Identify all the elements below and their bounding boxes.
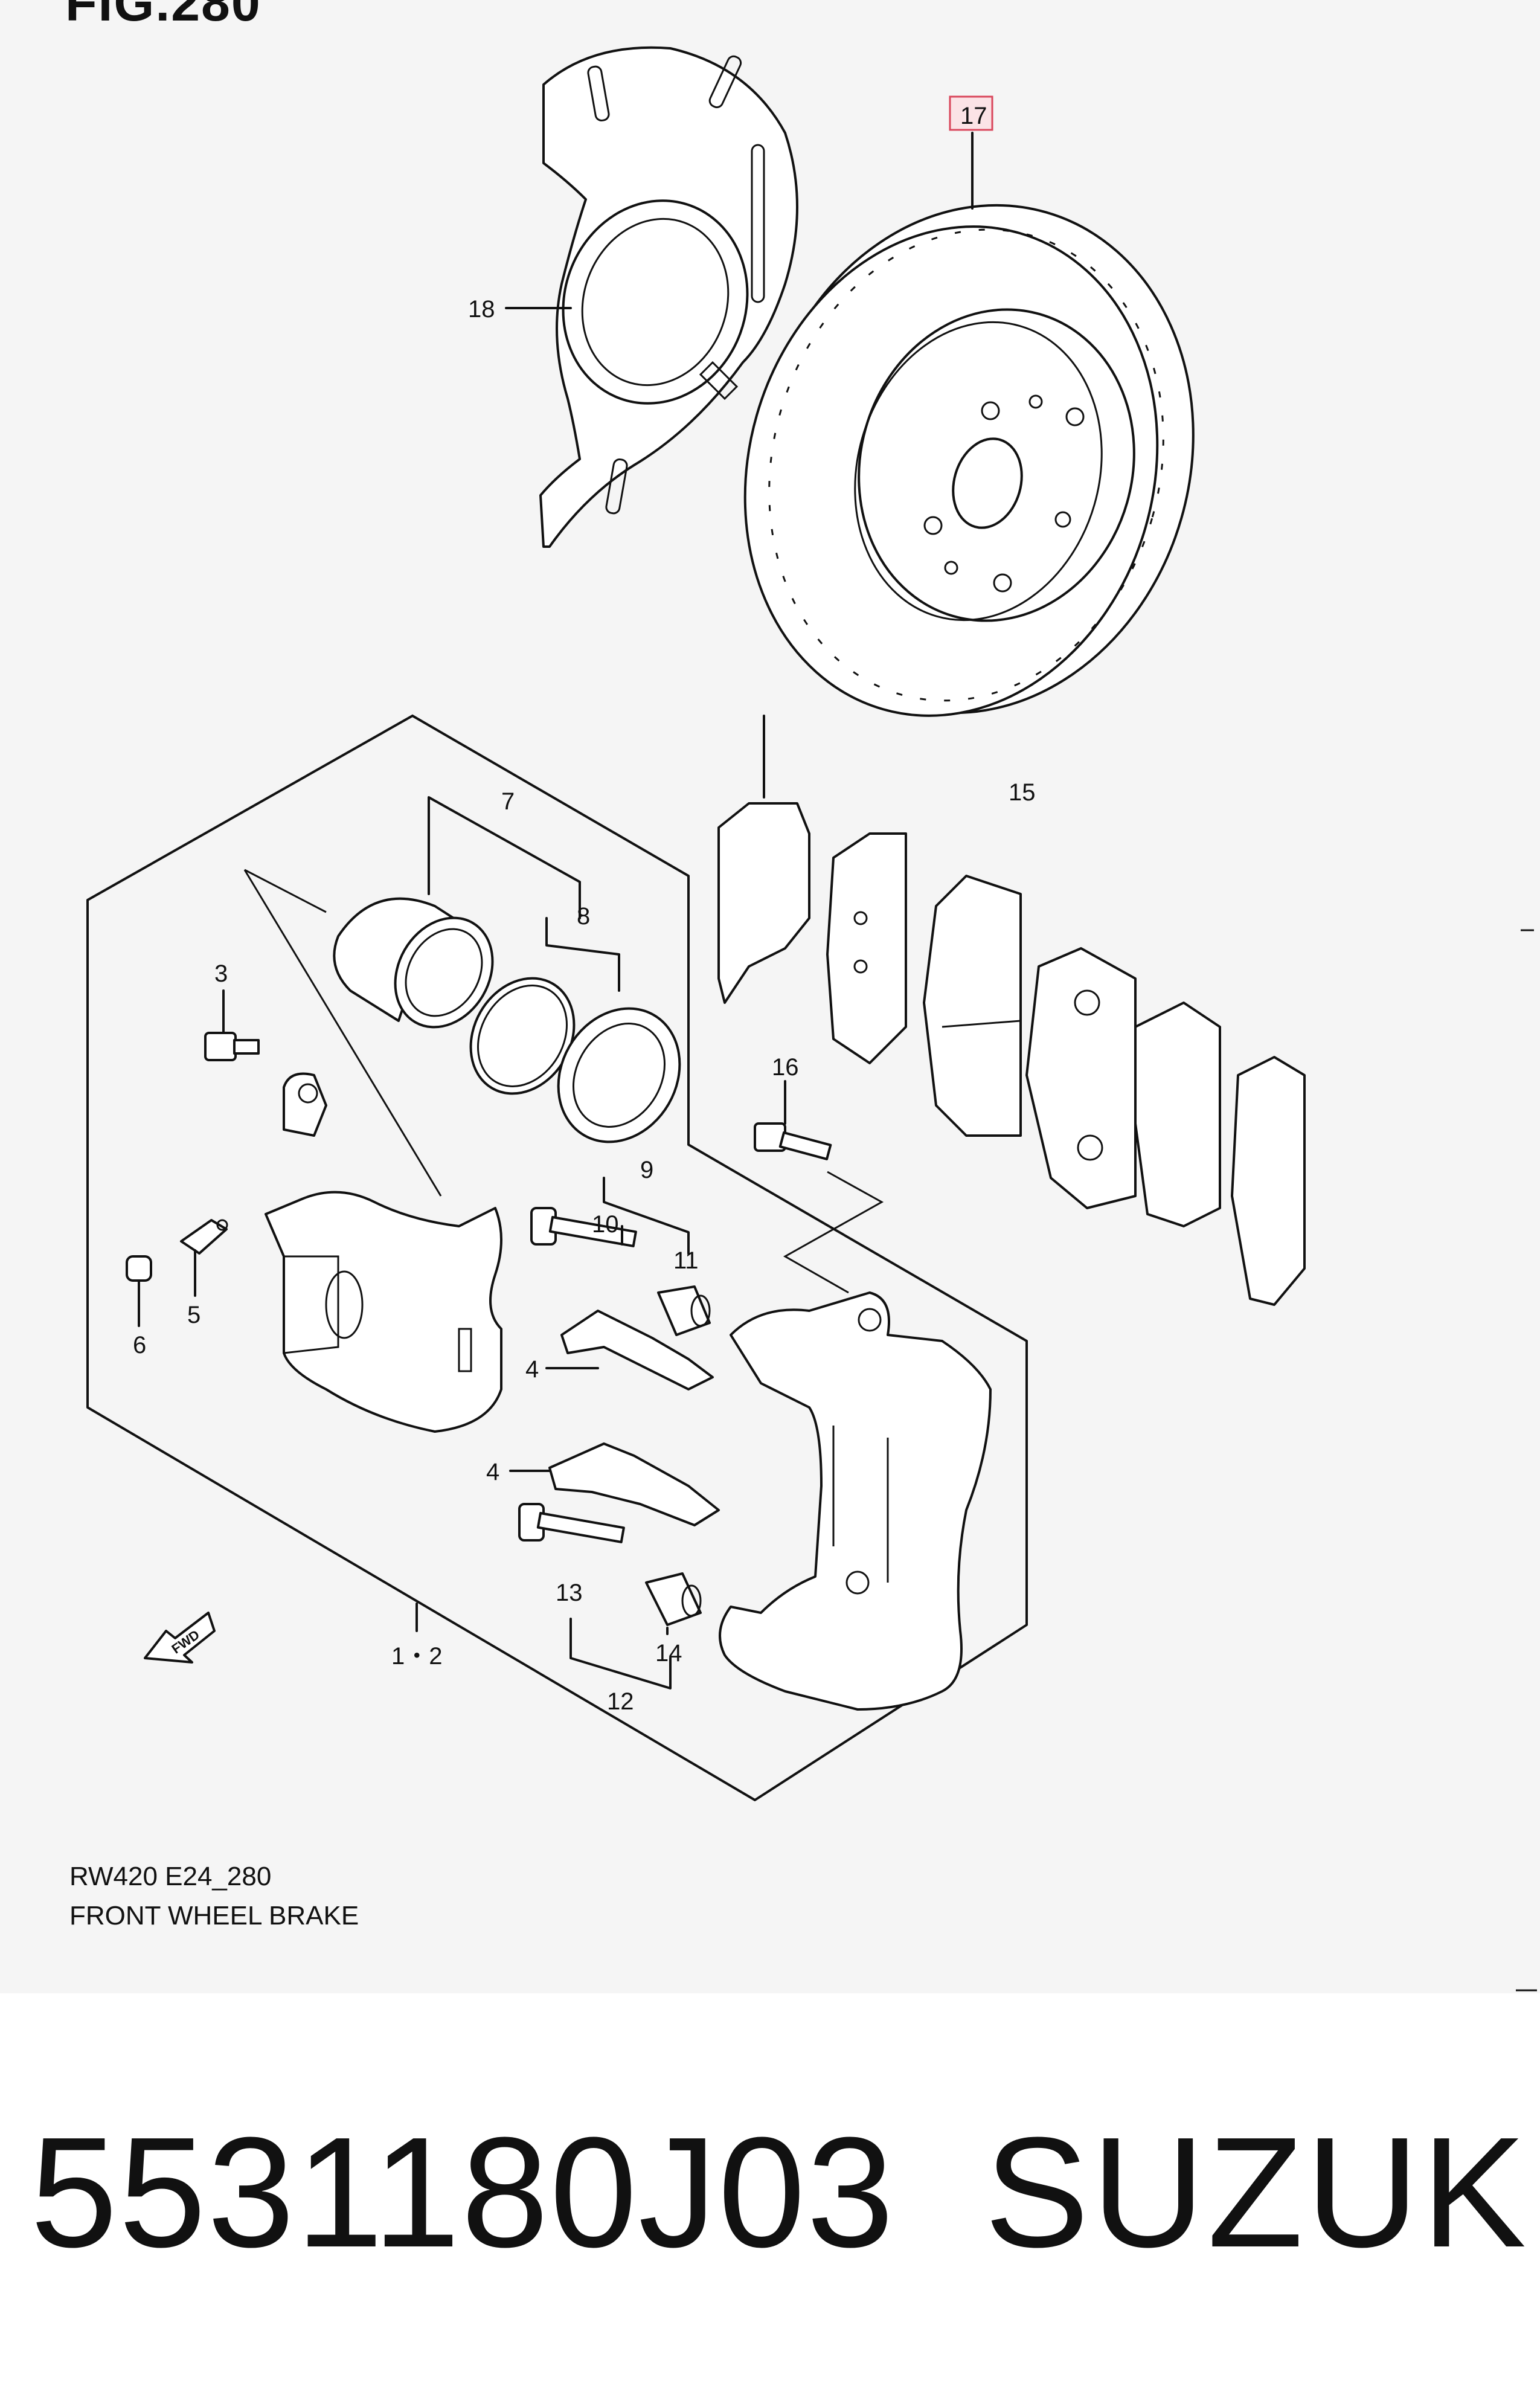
dust-shield xyxy=(539,46,798,548)
callout-4-upper: 4 xyxy=(525,1356,539,1383)
callout-16: 16 xyxy=(772,1054,799,1081)
figure-title: FIG.280 xyxy=(65,0,261,32)
callout-7: 7 xyxy=(501,788,515,815)
callout-11: 11 xyxy=(673,1247,699,1274)
callout-17: 17 xyxy=(960,103,987,129)
guide-line xyxy=(243,869,442,1197)
brake-disc xyxy=(743,204,1195,717)
pad-clip-upper xyxy=(560,1310,714,1391)
brake-pads xyxy=(717,802,1306,1306)
pin-boot-14 xyxy=(645,1572,702,1626)
piston xyxy=(333,897,494,1029)
guide-line xyxy=(244,869,327,913)
callout-13: 13 xyxy=(556,1580,583,1606)
guide-line xyxy=(783,1171,884,1294)
callout-3: 3 xyxy=(214,960,228,987)
callout-4-lower: 4 xyxy=(486,1459,499,1485)
diagram-panel: FIG.280 xyxy=(65,0,1537,1992)
cap-6 xyxy=(126,1255,152,1282)
highlight-box-17 xyxy=(949,95,993,131)
guide-pin-10 xyxy=(530,1207,637,1247)
pad-clip-lower xyxy=(548,1442,720,1526)
brake-diagram: 17 18 15 7 8 3 16 9 10 11 5 6 4 4 13 14 … xyxy=(86,46,1537,1992)
guide-pin-13 xyxy=(518,1503,625,1543)
caliper-body xyxy=(265,1072,502,1433)
callout-1-2: 1・2 xyxy=(391,1643,443,1670)
callout-12: 12 xyxy=(607,1688,634,1715)
leader-lines xyxy=(138,132,974,1635)
callout-9: 9 xyxy=(640,1157,653,1183)
callout-6: 6 xyxy=(133,1332,146,1358)
pin-boot-11 xyxy=(657,1285,711,1336)
assembly-frame xyxy=(86,715,1028,1801)
seal-bracket xyxy=(545,917,620,992)
bleeder-5 xyxy=(180,1219,228,1255)
callout-18: 18 xyxy=(468,296,495,323)
callout-5: 5 xyxy=(187,1302,201,1328)
caliper-carrier xyxy=(719,1291,992,1711)
fwd-arrow-icon: FWD xyxy=(144,1612,216,1664)
diagram-caption: FRONT WHEEL BRAKE xyxy=(69,1901,359,1931)
pin-bracket-12 xyxy=(569,1618,672,1690)
callout-10: 10 xyxy=(592,1211,619,1238)
callout-14: 14 xyxy=(655,1640,682,1667)
brand-name: SUZUKI xyxy=(984,2105,1540,2280)
diagram-code: RW420 E24_280 xyxy=(69,1862,272,1891)
callout-8: 8 xyxy=(577,903,590,930)
callout-15: 15 xyxy=(1009,779,1036,806)
piston-bracket xyxy=(428,796,581,919)
part-number: 5531180J03 xyxy=(30,2105,896,2280)
dust-boot xyxy=(557,1007,681,1143)
pin-bracket-9 xyxy=(603,1177,690,1255)
bolt-3 xyxy=(204,1032,260,1061)
bolt-16 xyxy=(754,1122,832,1160)
